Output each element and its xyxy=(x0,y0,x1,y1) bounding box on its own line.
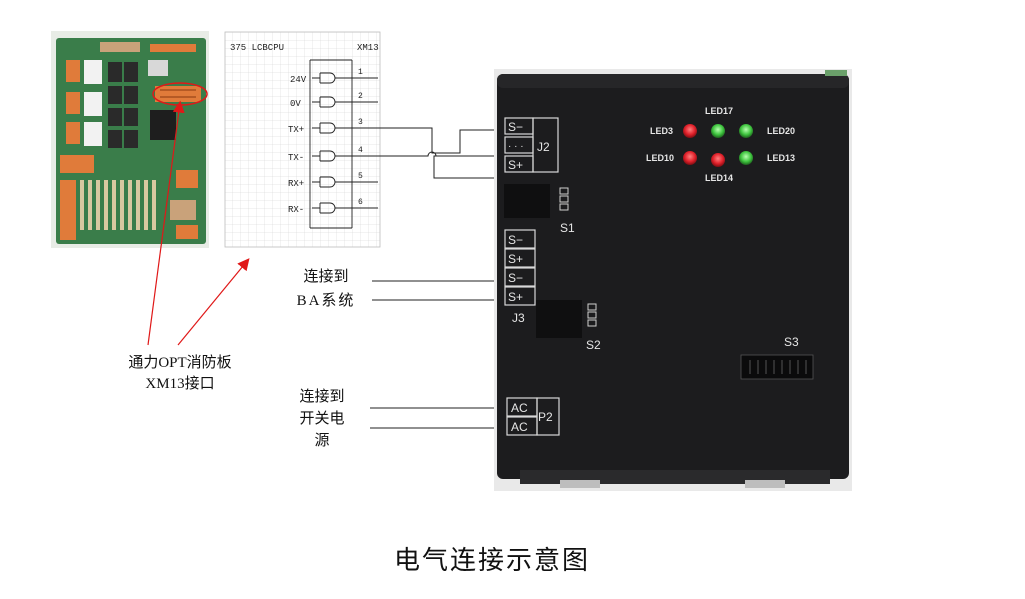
j3-terminal xyxy=(504,229,536,306)
pin-row: TX- 4 xyxy=(288,146,363,163)
power-callout-line1: 连接到 xyxy=(299,388,344,405)
power-callout-line3: 源 xyxy=(314,432,329,449)
svg-text:0V: 0V xyxy=(290,99,301,109)
svg-text:TX+: TX+ xyxy=(288,125,304,135)
svg-text:S−: S− xyxy=(508,271,523,285)
s1-label: S1 xyxy=(560,221,575,235)
svg-text:S+: S+ xyxy=(508,252,523,266)
svg-text:4: 4 xyxy=(358,146,363,155)
led17-label: LED17 xyxy=(705,106,733,116)
p2-label: P2 xyxy=(538,410,553,424)
s2-label: S2 xyxy=(586,338,601,352)
svg-text:3: 3 xyxy=(358,118,363,127)
led17-indicator xyxy=(711,124,725,138)
opt-board-callout-line1: 通力OPT消防板 xyxy=(128,353,231,371)
pin-row: RX+ 5 xyxy=(288,172,378,189)
led13-indicator xyxy=(739,151,753,165)
xm13-schematic: 375 LCBCPU XM13 24V 1 0V 2 TX+ 3 TX- 4 R… xyxy=(224,31,381,248)
svg-text:24V: 24V xyxy=(290,75,307,85)
red-callout-arrows xyxy=(147,100,250,346)
led20-indicator xyxy=(739,124,753,138)
svg-text:AC: AC xyxy=(511,420,528,434)
p2-terminal xyxy=(506,397,560,436)
led14-label: LED14 xyxy=(705,173,733,183)
j3-label: J3 xyxy=(512,311,525,325)
opt-board-photo xyxy=(51,31,209,248)
svg-text:RX+: RX+ xyxy=(288,179,304,189)
svg-text:AC: AC xyxy=(511,401,528,415)
s3-label: S3 xyxy=(784,335,799,349)
power-callout-line2: 开关电 xyxy=(299,410,344,427)
tx-wires xyxy=(352,127,505,179)
svg-text:S−: S− xyxy=(508,233,523,247)
led20-label: LED20 xyxy=(767,126,795,136)
ba-callout-line2: BA系统 xyxy=(297,292,356,309)
ba-callout-line1: 连接到 xyxy=(303,268,348,285)
svg-text:6: 6 xyxy=(358,198,363,207)
led10-label: LED10 xyxy=(646,153,674,163)
connector-name-label: XM13 xyxy=(357,43,379,53)
opt-board-callout-line2: XM13接口 xyxy=(145,375,214,392)
svg-text:RX-: RX- xyxy=(288,205,304,215)
svg-text:S+: S+ xyxy=(508,158,523,172)
svg-text:1: 1 xyxy=(358,68,363,77)
svg-text:5: 5 xyxy=(358,172,363,181)
svg-text:· · ·: · · · xyxy=(508,141,524,152)
led3-label: LED3 xyxy=(650,126,673,136)
svg-text:2: 2 xyxy=(358,92,363,101)
pin-row: 24V 1 xyxy=(290,68,378,85)
board-name-label: 375 LCBCPU xyxy=(230,43,284,53)
ba-gateway-device: S− · · · S+ J2 S1 S− S+ S− S+ J3 S2 xyxy=(494,69,852,491)
led3-indicator xyxy=(683,124,697,138)
diagram-caption: 电气连接示意图 xyxy=(394,546,590,575)
led13-label: LED13 xyxy=(767,153,795,163)
pin-row: TX+ 3 xyxy=(288,118,363,135)
pin-row: 0V 2 xyxy=(290,92,378,109)
led14-indicator xyxy=(711,153,725,167)
svg-text:S−: S− xyxy=(508,120,523,134)
svg-text:TX-: TX- xyxy=(288,153,304,163)
pin-row: RX- 6 xyxy=(288,198,378,215)
led10-indicator xyxy=(683,151,697,165)
svg-text:S+: S+ xyxy=(508,290,523,304)
j2-terminal xyxy=(504,117,559,173)
j2-label: J2 xyxy=(537,140,550,154)
